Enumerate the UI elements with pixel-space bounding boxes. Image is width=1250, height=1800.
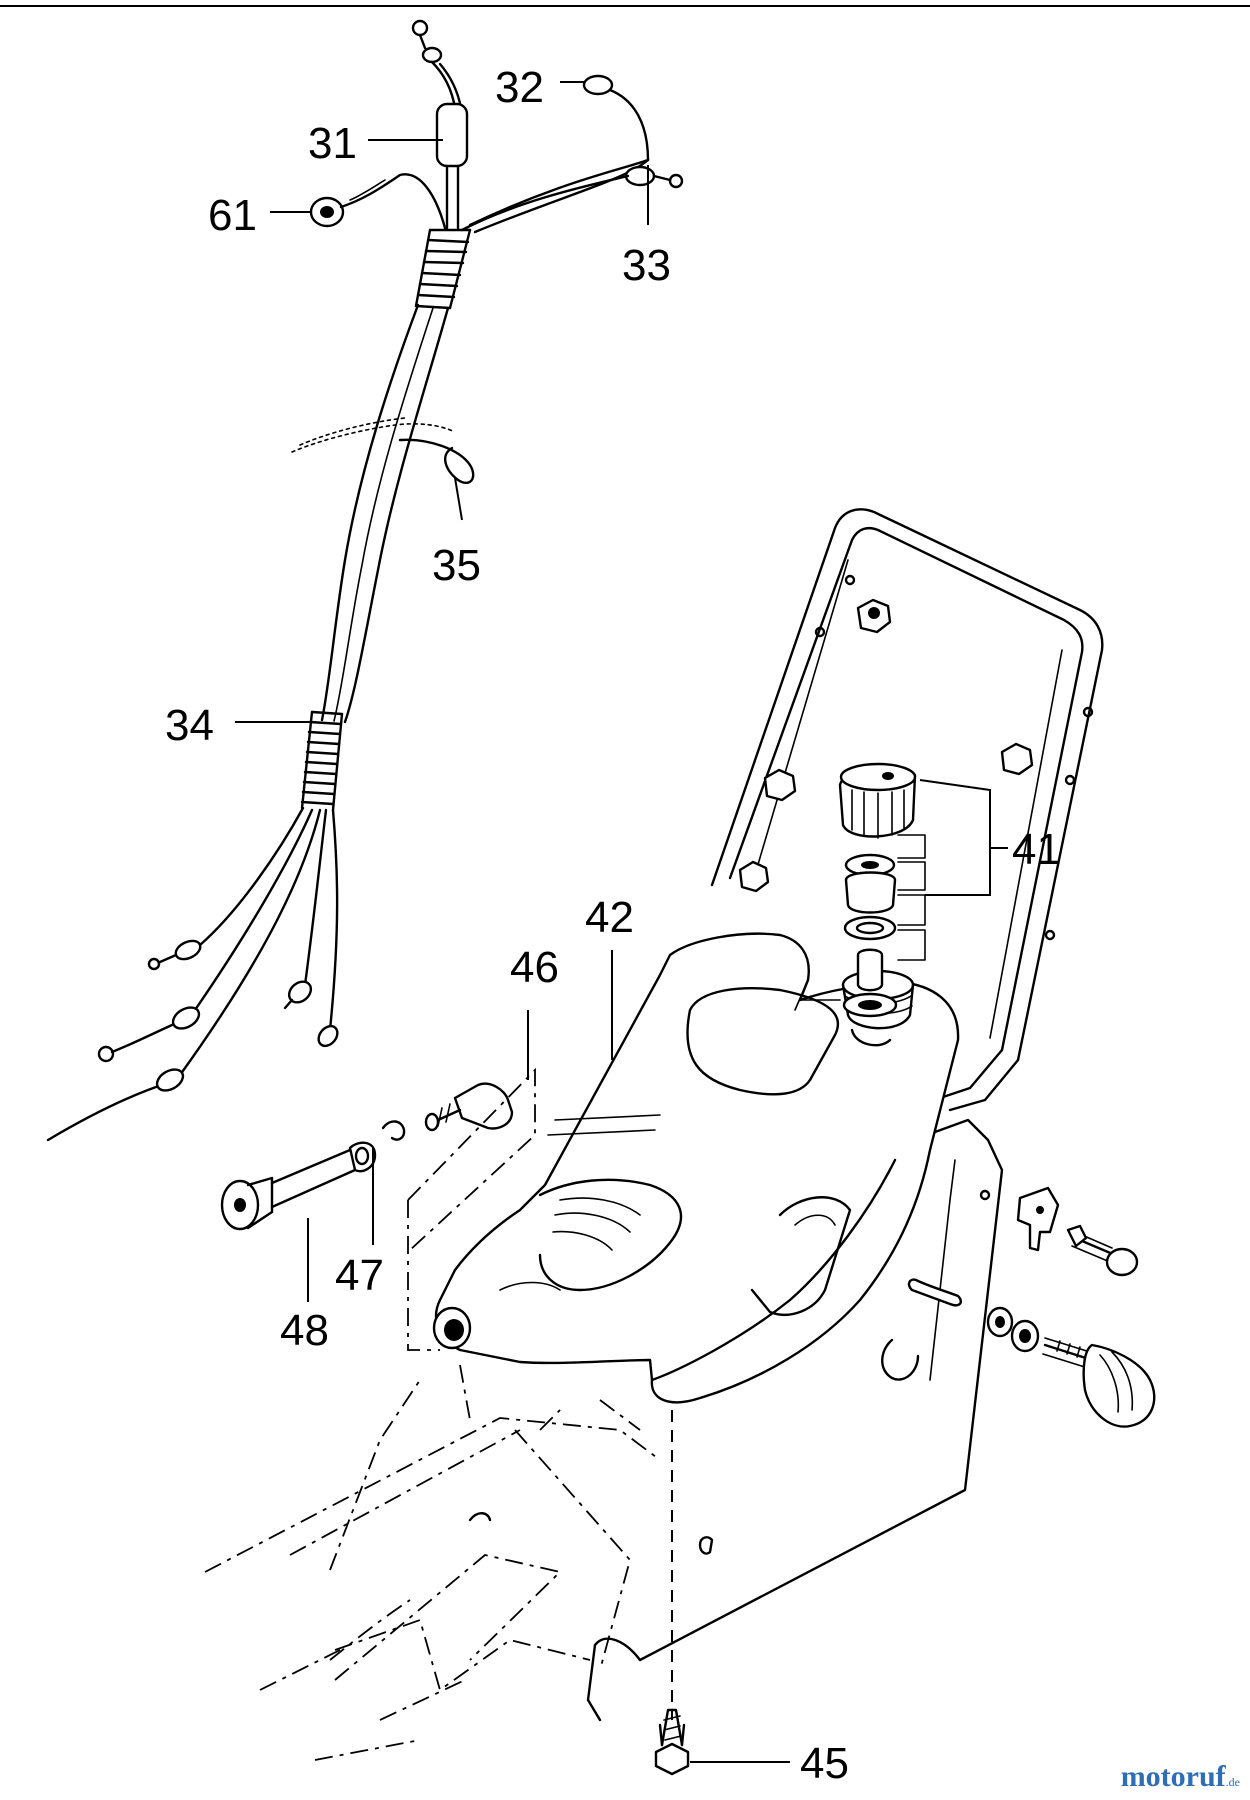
part-label-42: 42 bbox=[585, 893, 634, 942]
fuel-fittings bbox=[220, 1067, 536, 1351]
watermark-tld: .de bbox=[1225, 1775, 1240, 1789]
cable-tie-chain-35 bbox=[291, 417, 475, 485]
part-label-61: 61 bbox=[208, 191, 257, 240]
part-label-46: 46 bbox=[510, 943, 559, 992]
fuel-cap-assembly-41 bbox=[838, 762, 926, 1018]
part-label-31: 31 bbox=[308, 119, 357, 168]
part-label-35: 35 bbox=[432, 541, 481, 590]
handle-frame bbox=[586, 508, 1104, 1722]
wire-terminal-33 bbox=[624, 165, 656, 187]
part-label-34: 34 bbox=[165, 701, 214, 750]
part-label-45: 45 bbox=[800, 1739, 849, 1788]
base-plate bbox=[204, 1364, 661, 1761]
part-label-33: 33 bbox=[622, 241, 671, 290]
lower-cable-wrap bbox=[300, 710, 344, 812]
cable-harness-assembly bbox=[46, 19, 684, 1142]
part-label-41: 41 bbox=[1012, 825, 1061, 874]
bolt-45 bbox=[654, 1410, 690, 1776]
motoruf-watermark: motoruf.de bbox=[1121, 1760, 1240, 1794]
throttle-cable-sleeve bbox=[435, 102, 469, 168]
watermark-brand: motoruf bbox=[1120, 1760, 1226, 1793]
side-hardware bbox=[986, 1186, 1156, 1428]
upper-cable-wrap bbox=[414, 228, 472, 310]
part-label-48: 48 bbox=[280, 1306, 329, 1355]
part-label-32: 32 bbox=[495, 63, 544, 112]
part-label-47: 47 bbox=[335, 1251, 384, 1300]
clamp-knob bbox=[1082, 1343, 1156, 1428]
wire-connector-32 bbox=[582, 74, 614, 96]
part-number-labels: 31 32 33 34 35 41 42 45 46 47 48 61 bbox=[165, 63, 1061, 1788]
leader-lines bbox=[235, 81, 1008, 1763]
